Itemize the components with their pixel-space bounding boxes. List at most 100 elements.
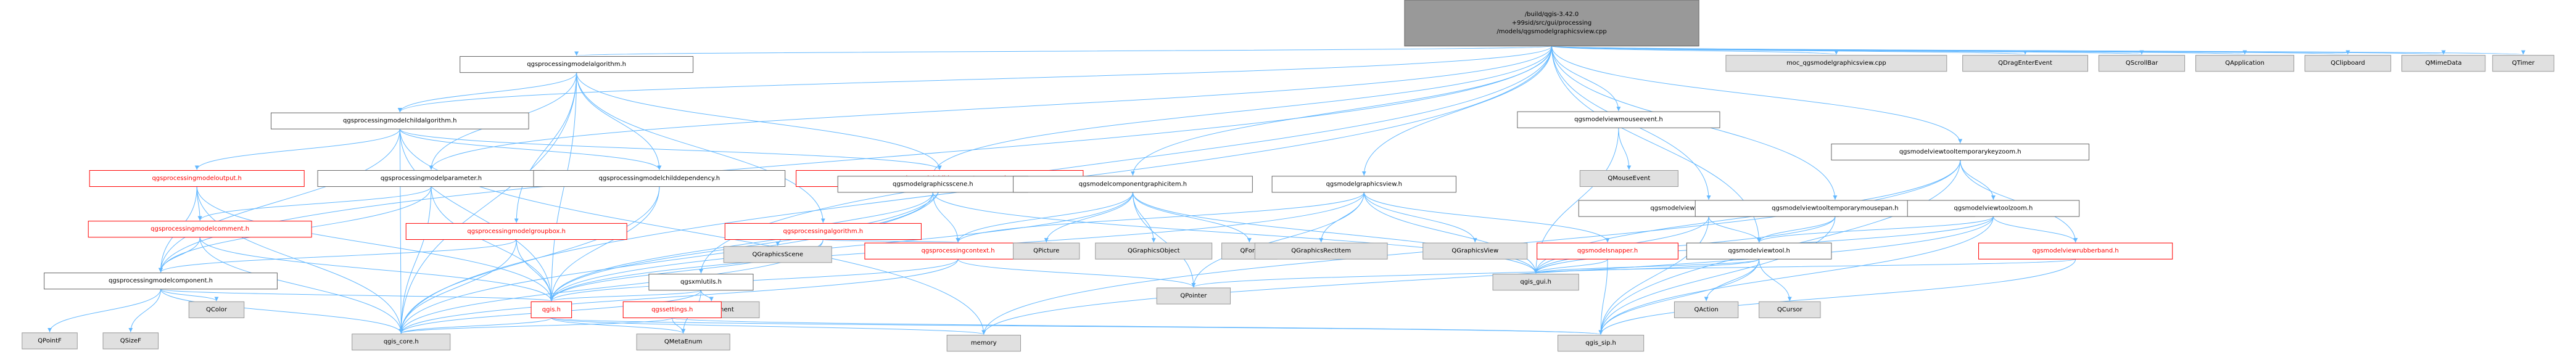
node-box bbox=[1686, 242, 1832, 260]
edge-qgsmodelcomponentgraphicitem_h-to-QPicture bbox=[1044, 192, 1133, 243]
node-box bbox=[1404, 0, 1699, 47]
node-box bbox=[1978, 242, 2173, 260]
node-label: QScrollBar bbox=[2126, 60, 2158, 67]
node-qgsmodelviewrubberband-h[interactable]: qgsmodelviewrubberband.h bbox=[1978, 242, 2173, 260]
edge-qgsmodelcomponentgraphicitem_h-to-qgis_h bbox=[549, 192, 1133, 302]
edge-line bbox=[576, 72, 662, 170]
edge-line bbox=[1598, 259, 1760, 335]
node-qgsprocessingmodelcomment-h[interactable]: qgsprocessingmodelcomment.h bbox=[88, 221, 312, 238]
node-memory: memory bbox=[946, 335, 1021, 352]
node-qgsmodelviewtooltemporarykeyzoom-h[interactable]: qgsmodelviewtooltemporarykeyzoom.h bbox=[1831, 143, 2090, 161]
edge-line bbox=[160, 289, 403, 334]
edge-line bbox=[1361, 46, 1553, 176]
node-qgsmodelviewtoolzoom-h[interactable]: qgsmodelviewtoolzoom.h bbox=[1907, 200, 2080, 217]
node-label: QGraphicsScene bbox=[752, 251, 803, 258]
node-box bbox=[188, 301, 245, 318]
node-label: qgis_sip.h bbox=[1585, 340, 1616, 347]
edge-qgsmodelviewtooltemporarymousepan_h-to-qgis_sip_h bbox=[1598, 216, 1836, 335]
node-label: qgsprocessingmodelparameter.h bbox=[381, 175, 482, 182]
node-qgsmodelcomponentgraphicitem-h[interactable]: qgsmodelcomponentgraphicitem.h bbox=[1013, 176, 1253, 193]
edge-line bbox=[1319, 192, 1364, 243]
node-label: QPicture bbox=[1033, 248, 1059, 255]
edge-line bbox=[197, 186, 432, 221]
edge-line bbox=[399, 318, 673, 334]
edge-qgsmodelviewtoolzoom_h-to-qgsmodelviewtool_h bbox=[1757, 216, 1994, 243]
edge-line bbox=[516, 239, 554, 302]
node-QGraphicsView: QGraphicsView bbox=[1422, 242, 1528, 260]
edge-line bbox=[398, 186, 940, 334]
node-qgis-core-h: qgis_core.h bbox=[352, 334, 451, 351]
node-label: qgsprocessingcontext.h bbox=[922, 248, 995, 255]
node-label: /models/qgsmodelgraphicsview.cpp bbox=[1496, 28, 1606, 35]
edge-qgsmodelviewtooltemporarykeypan_h-to-qgis_sip_h bbox=[1598, 216, 1709, 335]
node-qgsprocessingmodelchildalgorithm-h[interactable]: qgsprocessingmodelchildalgorithm.h bbox=[270, 112, 529, 129]
node-box bbox=[1557, 335, 1645, 352]
edge-line bbox=[1534, 216, 1836, 274]
node-box bbox=[352, 334, 451, 351]
node-label: qgsprocessingmodelchildalgorithm.h bbox=[343, 118, 456, 125]
node-box bbox=[1517, 111, 1720, 128]
edge-qgsprocessingcontext_h-to-QPointer bbox=[957, 258, 1196, 288]
node-label: QMouseEvent bbox=[1608, 175, 1650, 182]
node-qgsprocessingmodelalgorithm-h[interactable]: qgsprocessingmodelalgorithm.h bbox=[460, 56, 694, 73]
node-box bbox=[946, 335, 1021, 352]
node-qgis-h[interactable]: qgis.h bbox=[530, 301, 572, 318]
node-label: qgsxmlutils.h bbox=[680, 279, 722, 285]
node-qgssettings-h[interactable]: qgssettings.h bbox=[622, 301, 722, 318]
edge-qgsprocessingmodelgroupbox_h-to-qgsprocessingmodelcomponent_h bbox=[159, 239, 517, 273]
node-label: qgsmodelviewtool.h bbox=[1728, 248, 1790, 255]
node-qgsmodelgraphicsscene-h[interactable]: qgsmodelgraphicsscene.h bbox=[837, 176, 1028, 193]
node-qgsmodelsnapper-h[interactable]: qgsmodelsnapper.h bbox=[1537, 242, 1678, 260]
node-qgsmodelgraphicsview-h[interactable]: qgsmodelgraphicsview.h bbox=[1271, 176, 1456, 193]
node-qgsxmlutils-h[interactable]: qgsxmlutils.h bbox=[648, 274, 754, 291]
node-root[interactable]: /build/qgis-3.42.0+99sid/src/gui/process… bbox=[1404, 0, 1699, 47]
node-qgsprocessingalgorithm-h[interactable]: qgsprocessingalgorithm.h bbox=[724, 223, 922, 240]
node-QSizeF: QSizeF bbox=[102, 332, 159, 350]
edge-line bbox=[399, 129, 986, 335]
edge-qgsprocessingmodelgroupbox_h-to-qgis_core_h bbox=[398, 239, 517, 334]
edge-line bbox=[700, 290, 714, 302]
edge-qgsmodelgraphicsview_h-to-QGraphicsView bbox=[1363, 192, 1477, 243]
edge-line bbox=[1191, 258, 1760, 288]
node-box bbox=[2098, 55, 2186, 72]
node-label: QSizeF bbox=[120, 337, 141, 344]
node-label: qgsmodelviewrubberband.h bbox=[2033, 248, 2119, 255]
edge-qgsmodelgraphicsscene_h-to-qgis_gui_h bbox=[932, 192, 1538, 274]
node-box bbox=[1537, 242, 1678, 260]
edge-qgis_h-to-memory bbox=[551, 318, 986, 335]
edge-line bbox=[399, 129, 662, 170]
node-label: QGraphicsObject bbox=[1128, 248, 1180, 255]
node-qgsmodelviewtool-h[interactable]: qgsmodelviewtool.h bbox=[1686, 242, 1832, 260]
edge-qgsprocessingmodelcomponent_h-to-QSizeF bbox=[128, 289, 162, 332]
node-qgsprocessingmodelgroupbox-h[interactable]: qgsprocessingmodelgroupbox.h bbox=[405, 223, 627, 240]
node-QApplication: QApplication bbox=[2195, 55, 2295, 72]
edge-qgsprocessingmodelchildalgorithm_h-to-qgsprocessingmodelchildparametersource_h bbox=[399, 128, 942, 170]
edge-qgsmodelsnapper_h-to-qgis_sip_h bbox=[1598, 259, 1608, 335]
edge-qgsmodelviewrubberband_h-to-qgis_sip_h bbox=[1598, 259, 2076, 335]
node-qgsprocessingmodelcomponent-h[interactable]: qgsprocessingmodelcomponent.h bbox=[44, 273, 278, 290]
edge-line bbox=[551, 318, 986, 335]
edge-line bbox=[822, 237, 960, 243]
node-label: QApplication bbox=[2225, 60, 2264, 67]
node-box bbox=[460, 56, 694, 73]
edge-line bbox=[957, 258, 1196, 288]
edge-line bbox=[1044, 192, 1133, 243]
node-box bbox=[22, 332, 78, 350]
edge-qgssettings_h-to-qgis_core_h bbox=[399, 318, 673, 334]
edge-qgis_h-to-QMetaEnum bbox=[551, 318, 686, 334]
node-qgsmodelviewmouseevent-h[interactable]: qgsmodelviewmouseevent.h bbox=[1517, 111, 1720, 128]
edge-qgsprocessingcontext_h-to-qgis_h bbox=[549, 259, 959, 302]
edge-line bbox=[981, 216, 1994, 335]
edge-root-to-qgsmodelgraphicsview_h bbox=[1361, 46, 1553, 176]
node-qgsprocessingmodeloutput-h[interactable]: qgsprocessingmodeloutput.h bbox=[89, 170, 305, 187]
edge-line bbox=[199, 237, 403, 334]
node-qgsprocessingmodelparameter-h[interactable]: qgsprocessingmodelparameter.h bbox=[317, 170, 545, 187]
edge-line bbox=[930, 46, 1553, 176]
edge-qgis_h-to-qgis_core_h bbox=[398, 318, 552, 334]
edge-qgsmodelviewtoolzoom_h-to-memory bbox=[981, 216, 1994, 335]
node-QColor: QColor bbox=[188, 301, 245, 318]
edge-line bbox=[159, 129, 400, 273]
edge-line bbox=[398, 318, 552, 334]
edge-qgsprocessingmodelchildalgorithm_h-to-qgsprocessingmodelchilddependency_h bbox=[399, 129, 662, 170]
node-qgsprocessingmodelchilddependency-h[interactable]: qgsprocessingmodelchilddependency.h bbox=[533, 170, 786, 187]
